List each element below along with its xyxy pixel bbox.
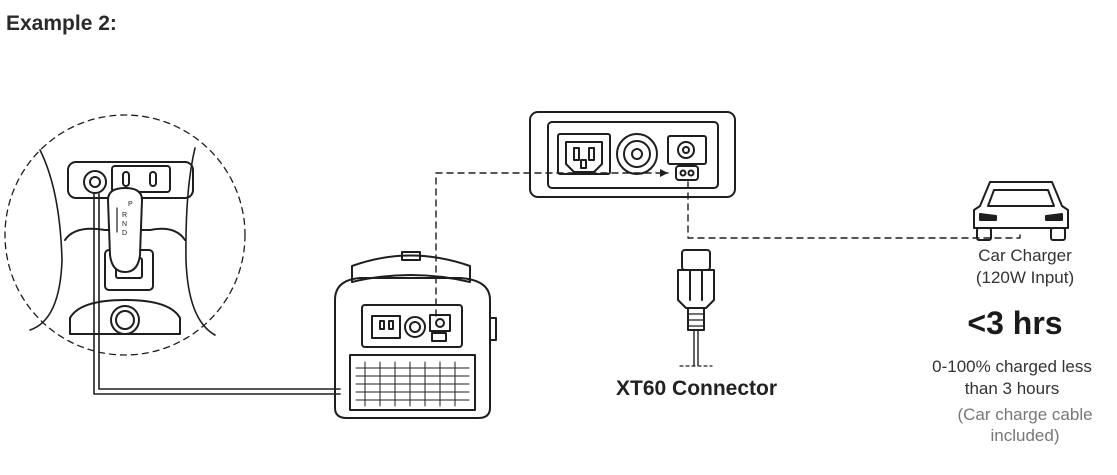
zoom-leader-line xyxy=(435,172,669,317)
page-heading: Example 2: xyxy=(6,12,117,35)
charge-time: <3 hrs xyxy=(967,305,1063,341)
cable-note-line2: included) xyxy=(990,426,1060,445)
gear-letter-n: N xyxy=(122,221,127,228)
gear-letter-r: R xyxy=(122,212,127,219)
car-console-icon xyxy=(4,114,246,356)
dial-knob xyxy=(110,305,140,335)
port-panel-zoom xyxy=(529,111,736,198)
car-charge-cable xyxy=(93,193,341,395)
charge-description-line2: than 3 hours xyxy=(964,379,1060,398)
charge-description-line1: 0-100% charged less xyxy=(932,357,1092,376)
gear-letter-p: P xyxy=(128,201,133,208)
car-icon xyxy=(973,181,1069,241)
cigarette-socket xyxy=(83,170,107,194)
cable-note-line1: (Car charge cable xyxy=(957,405,1093,424)
power-station-icon xyxy=(334,251,497,419)
xt60-connector-label: XT60 Connector xyxy=(616,377,778,400)
gear-letter-d: D xyxy=(122,230,127,237)
xt60-plug-icon xyxy=(677,249,715,367)
car-charger-input-label: (120W Input) xyxy=(975,268,1075,287)
car-charger-label: Car Charger xyxy=(978,246,1072,265)
car-charger-dashed-line xyxy=(687,181,1021,239)
xt60-port xyxy=(675,165,699,181)
detail-circle xyxy=(4,114,246,356)
